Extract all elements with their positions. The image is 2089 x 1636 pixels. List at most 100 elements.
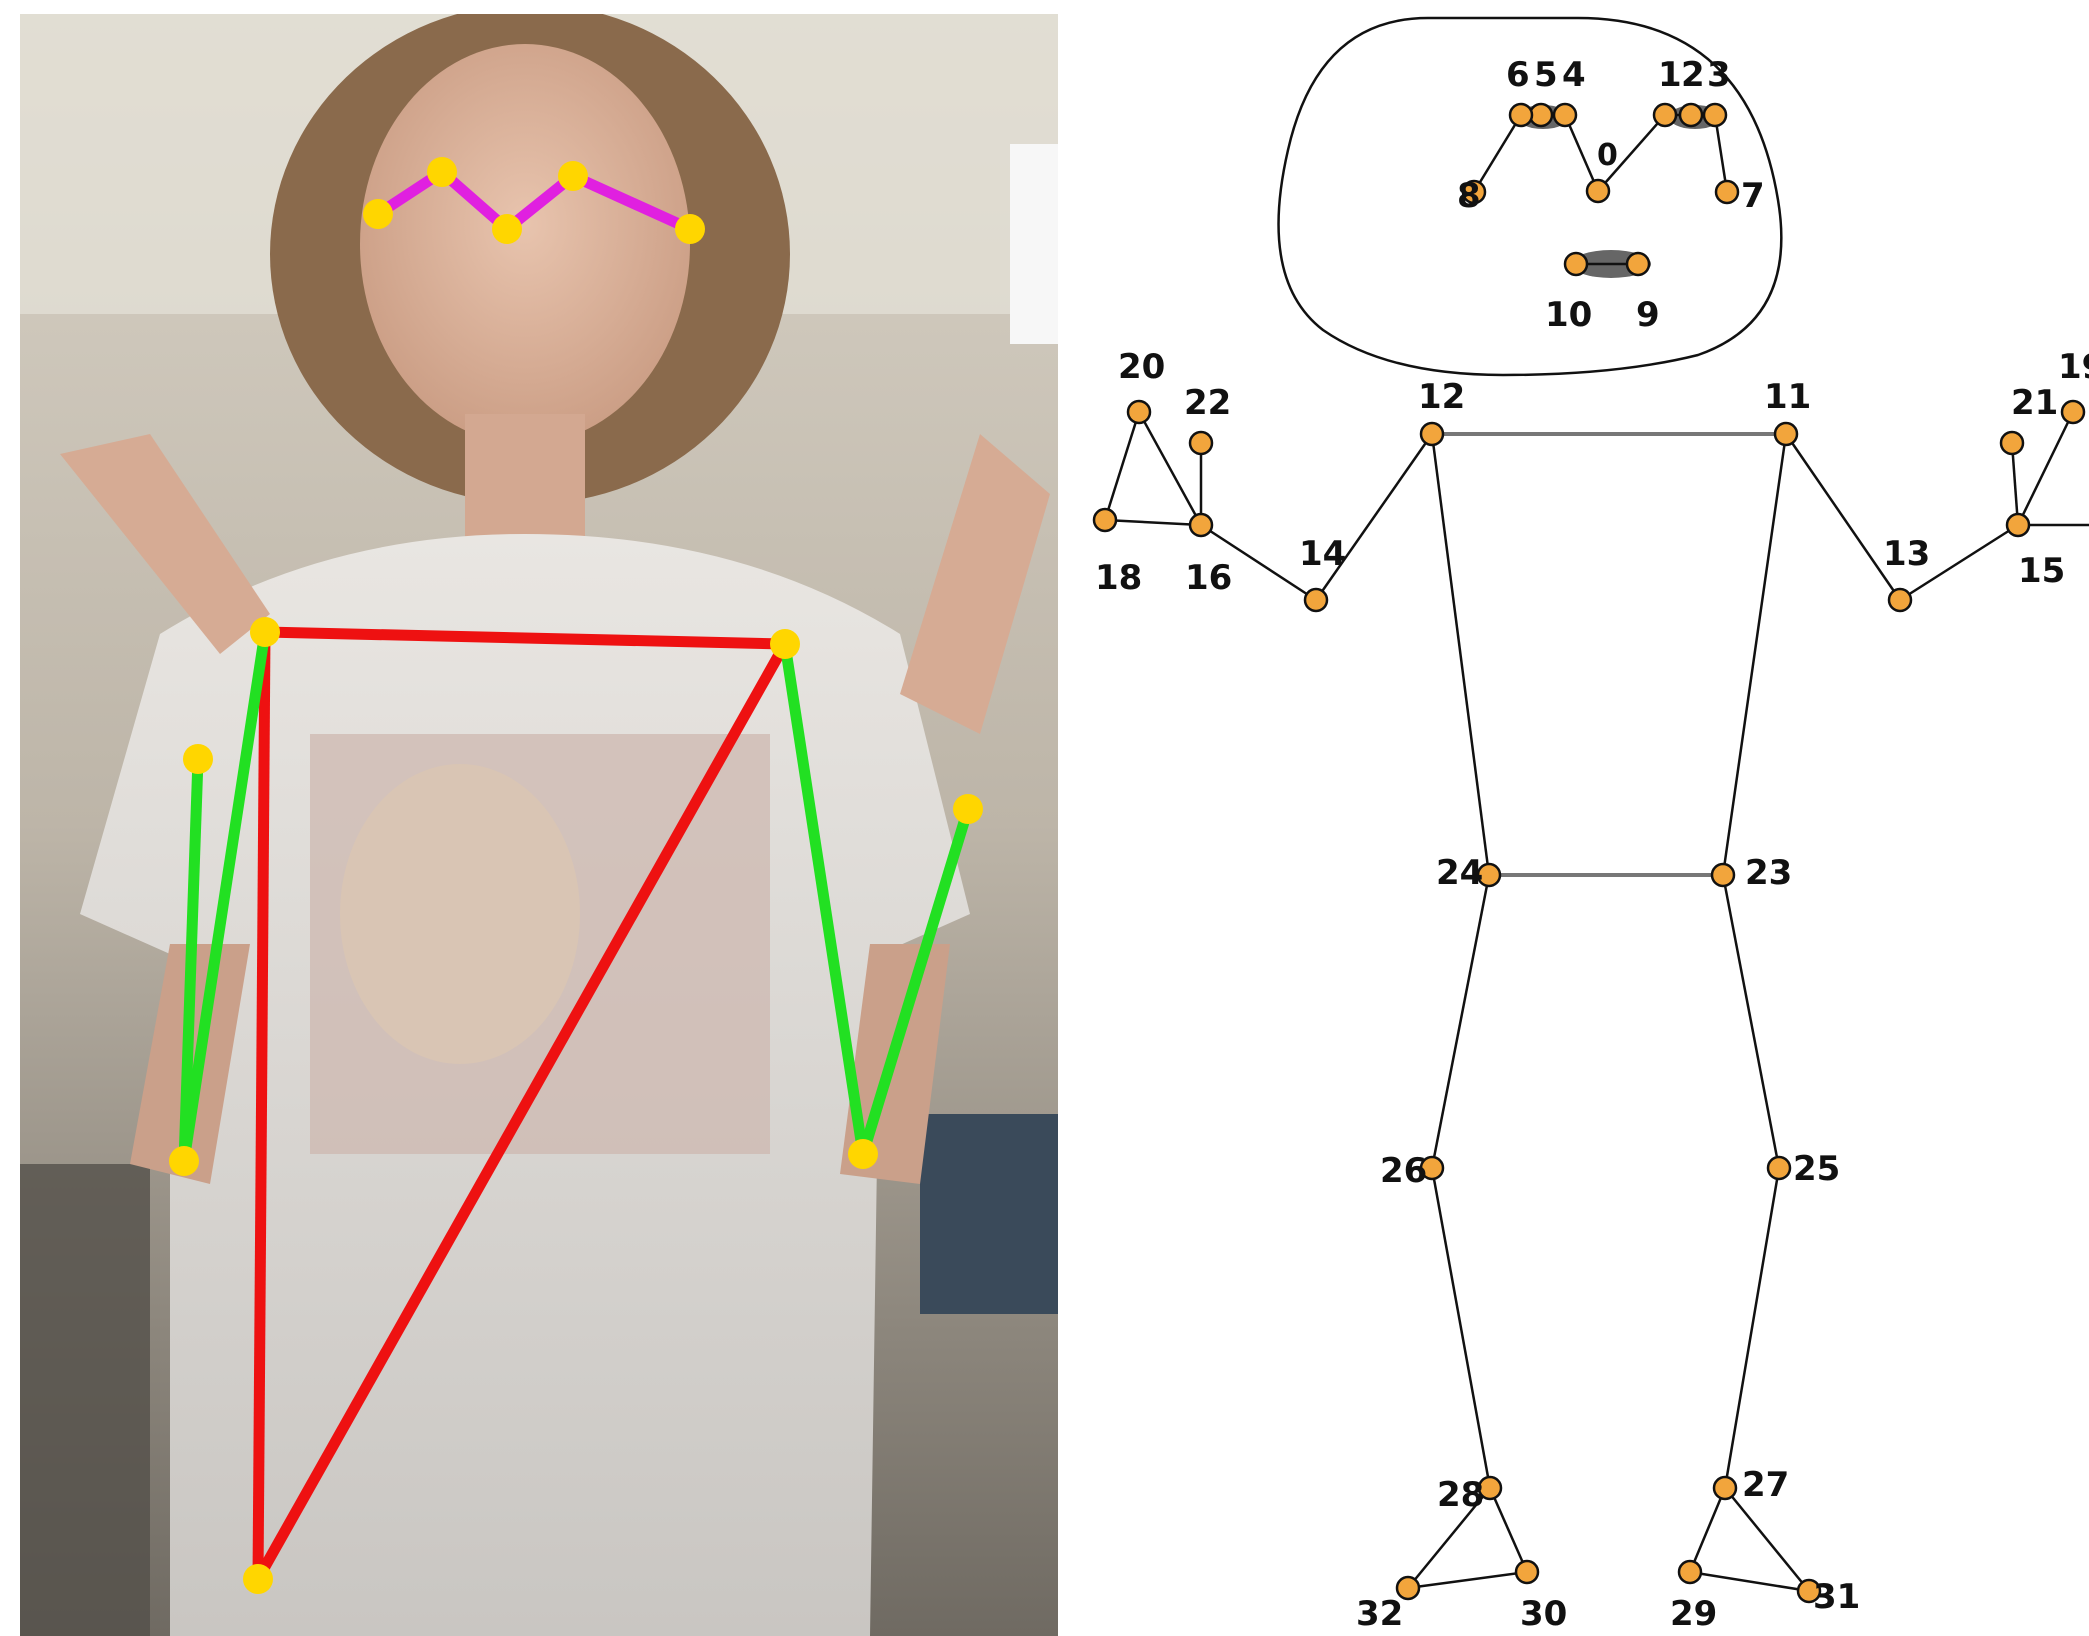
keypoint-labels: 0 1 2 3 4 5 6 7 8 9 10 11 12 13 14 15 16… xyxy=(1095,55,2089,1634)
skeleton-edge-k30-k32 xyxy=(1407,1570,1528,1590)
arm-line-left-upper xyxy=(178,631,271,1162)
label-30: 30 xyxy=(1520,1594,1567,1634)
skeleton-edge-k27-k31 xyxy=(1724,1487,1810,1592)
skeleton-edge-k12-k14 xyxy=(1314,433,1434,601)
skeleton-edge-k16-k18 xyxy=(1104,518,1202,527)
skeleton-keypoint-3 xyxy=(1702,102,1728,128)
label-23: 23 xyxy=(1745,853,1792,893)
pose-photo xyxy=(20,14,1058,1636)
torso-line-left xyxy=(252,631,271,1580)
label-9: 9 xyxy=(1636,295,1660,335)
skeleton-keypoint-26 xyxy=(1419,1155,1445,1181)
arm-line-left-forearm xyxy=(178,758,204,1162)
skeleton-edge-k29-k31 xyxy=(1689,1570,1810,1593)
skeleton-edge-k18-k20 xyxy=(1103,411,1141,521)
skeleton-keypoint-22 xyxy=(1188,430,1214,456)
label-28: 28 xyxy=(1437,1475,1484,1515)
right-hand xyxy=(900,434,1050,734)
skeleton-keypoint-4 xyxy=(1552,102,1578,128)
label-2: 2 xyxy=(1681,55,1705,95)
skeleton-keypoint-10 xyxy=(1563,251,1589,277)
skeleton-keypoint-13 xyxy=(1887,587,1913,613)
skeleton-edge-k12-k24 xyxy=(1430,433,1491,876)
skeleton-keypoint-24 xyxy=(1476,862,1502,888)
label-32: 32 xyxy=(1356,1594,1403,1634)
photo-keypoints xyxy=(169,157,983,1594)
skeleton-edge-k0-k4 xyxy=(1563,114,1600,192)
skeleton-keypoints xyxy=(1092,102,2086,1604)
skeleton-edge-k28-k32 xyxy=(1407,1487,1491,1589)
face xyxy=(360,44,690,444)
arm-lines xyxy=(178,631,974,1162)
photo-keypoint-10 xyxy=(848,1139,878,1169)
skeleton-keypoint-28 xyxy=(1477,1475,1503,1501)
skeleton-keypoint-27 xyxy=(1712,1475,1738,1501)
label-8: 8 xyxy=(1457,176,1481,216)
label-26: 26 xyxy=(1380,1151,1427,1191)
skeleton-keypoint-25 xyxy=(1766,1155,1792,1181)
skeleton-keypoint-2 xyxy=(1678,102,1704,128)
skeleton-keypoint-15 xyxy=(2005,512,2031,538)
skeleton-edge-k23-k25 xyxy=(1721,874,1781,1169)
photo-overlay-svg xyxy=(20,14,1058,1636)
label-21: 21 xyxy=(2011,383,2058,423)
head-outline xyxy=(1277,16,1783,377)
label-10: 10 xyxy=(1545,295,1592,335)
skeleton-edge-k15-k21 xyxy=(2010,442,2020,526)
skeleton-keypoint-7 xyxy=(1714,179,1740,205)
skeleton-keypoint-23 xyxy=(1710,862,1736,888)
skeleton-keypoint-5 xyxy=(1528,102,1554,128)
label-24: 24 xyxy=(1436,853,1483,893)
label-4: 4 xyxy=(1562,55,1586,95)
skeleton-keypoint-14 xyxy=(1303,587,1329,613)
skeleton-edge-k0-k1 xyxy=(1597,114,1666,192)
torso-line-shoulders xyxy=(264,626,786,650)
label-16: 16 xyxy=(1185,558,1232,598)
photo-keypoint-1 xyxy=(427,157,457,187)
skeleton-keypoint-19 xyxy=(2060,399,2086,425)
skeleton-keypoint-21 xyxy=(1999,430,2025,456)
photo-keypoint-5 xyxy=(250,617,280,647)
skeleton-keypoint-8 xyxy=(1461,179,1487,205)
photo-keypoint-6 xyxy=(770,629,800,659)
label-0: 0 xyxy=(1597,138,1618,173)
neck xyxy=(465,414,585,544)
label-18: 18 xyxy=(1095,558,1142,598)
skeleton-edge-k25-k27 xyxy=(1723,1167,1781,1489)
label-1: 1 xyxy=(1658,55,1682,95)
window-light xyxy=(1010,144,1058,344)
skeleton-keypoint-1 xyxy=(1652,102,1678,128)
label-14: 14 xyxy=(1299,534,1346,574)
label-3: 3 xyxy=(1707,55,1731,95)
skeleton-keypoint-9 xyxy=(1625,251,1651,277)
skeleton-keypoint-30 xyxy=(1514,1559,1540,1585)
label-29: 29 xyxy=(1670,1594,1717,1634)
label-5: 5 xyxy=(1534,55,1558,95)
left-hand xyxy=(60,434,270,654)
photo-keypoint-11 xyxy=(243,1564,273,1594)
label-25: 25 xyxy=(1793,1149,1840,1189)
skeleton-keypoint-18 xyxy=(1092,507,1118,533)
skeleton-edge-k15-k19 xyxy=(2016,411,2075,526)
label-7: 7 xyxy=(1741,176,1765,216)
skeleton-edge-k14-k16 xyxy=(1200,523,1317,602)
photo-keypoint-3 xyxy=(558,161,588,191)
keypoint-diagram: 0 1 2 3 4 5 6 7 8 9 10 11 12 13 14 15 16… xyxy=(1058,0,2089,1636)
label-12: 12 xyxy=(1418,377,1465,417)
photo-keypoint-7 xyxy=(183,744,213,774)
background-monitor xyxy=(920,1114,1058,1314)
skeleton-edge-k16-k20 xyxy=(1137,411,1203,526)
photo-keypoint-2 xyxy=(492,214,522,244)
skeleton-keypoint-12 xyxy=(1419,421,1445,447)
skeleton-keypoint-32 xyxy=(1395,1575,1421,1601)
skeleton-keypoint-0 xyxy=(1585,178,1611,204)
label-27: 27 xyxy=(1742,1465,1789,1505)
skeleton-keypoint-11 xyxy=(1773,421,1799,447)
label-22: 22 xyxy=(1184,383,1231,423)
skeleton-lines xyxy=(1103,113,2089,1593)
label-31: 31 xyxy=(1813,1577,1860,1617)
label-20: 20 xyxy=(1118,347,1165,387)
skeleton-keypoint-31 xyxy=(1796,1578,1822,1604)
photo-keypoint-0 xyxy=(363,199,393,229)
skeleton-edge-k3-k7 xyxy=(1713,114,1729,193)
